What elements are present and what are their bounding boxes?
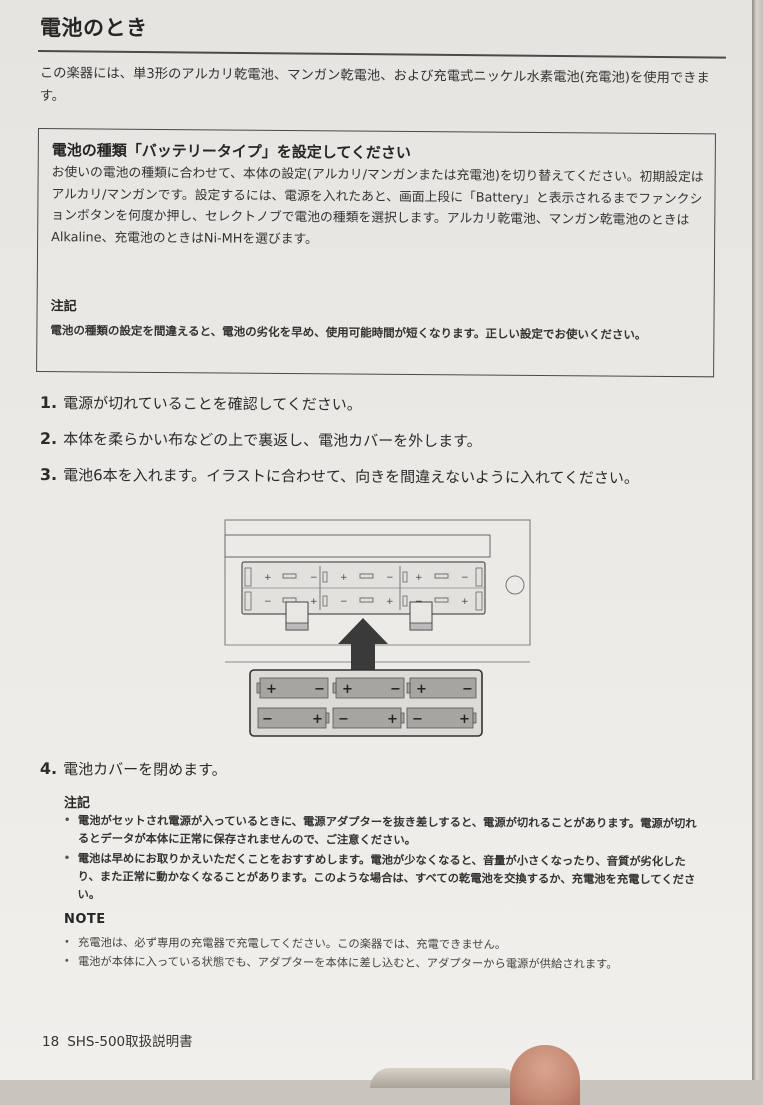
page-edge: [752, 0, 763, 1080]
svg-text:−: −: [310, 573, 318, 583]
svg-text:+: +: [342, 682, 353, 697]
step-text: 電源が切れていることを確認してください。: [63, 394, 362, 414]
title-divider: [37, 50, 726, 59]
finger-shadow: [370, 1068, 520, 1088]
section-title: 電池のとき: [40, 16, 148, 40]
box-caution-label: 注記: [50, 299, 77, 315]
step-text: 電池カバーを閉めます。: [63, 760, 227, 779]
battery-compartment-illustration: + − + − + − − + − + − +: [220, 510, 540, 750]
svg-text:+: +: [266, 682, 277, 697]
svg-text:−: −: [340, 597, 348, 607]
note-label: NOTE: [64, 912, 106, 927]
step-text: 本体を柔らかい布などの上で裏返し、電池カバーを外します。: [63, 430, 482, 451]
box-caution-text: 電池の種類の設定を間違えると、電池の劣化を早め、使用可能時間が短くなります。正し…: [50, 323, 647, 342]
svg-text:−: −: [412, 712, 423, 727]
step-3: 3.電池6本を入れます。イラストに合わせて、向きを間違えないように入れてください…: [40, 464, 720, 489]
svg-text:+: +: [310, 597, 318, 607]
battery-type-body: お使いの電池の種類に合わせて、本体の設定(アルカリ/マンガンまたは充電池)を切り…: [51, 165, 704, 247]
step4-caution-label: 注記: [64, 796, 91, 811]
svg-text:+: +: [340, 573, 348, 583]
step-text: 電池6本を入れます。イラストに合わせて、向きを間違えないように入れてください。: [63, 466, 640, 488]
svg-text:+: +: [415, 573, 423, 583]
svg-text:+: +: [461, 597, 469, 607]
note-item: 充電池は、必ず専用の充電器で充電してください。この楽器では、充電できません。: [64, 934, 704, 955]
svg-text:+: +: [386, 597, 394, 607]
battery-type-box: 電池の種類「バッテリータイプ」を設定してください お使いの電池の種類に合わせて、…: [36, 128, 716, 378]
step-4: 4. 電池カバーを閉めます。: [40, 758, 720, 783]
step-number: 3.: [39, 465, 58, 485]
page-number: 18: [42, 1034, 60, 1050]
note-item: 電池が本体に入っている状態でも、アダプターを本体に差し込むと、アダプターから電源…: [64, 953, 704, 974]
svg-text:−: −: [314, 682, 325, 697]
svg-text:−: −: [386, 573, 394, 583]
svg-text:+: +: [264, 573, 272, 583]
caution-item: 電池は早めにお取りかえいただくことをおすすめします。電池が少なくなると、音量が小…: [64, 850, 704, 907]
step-number: 1.: [39, 393, 58, 413]
step4-caution-list: 電池がセットされ電源が入っているときに、電源アダプターを抜き差しすると、電源が切…: [64, 812, 704, 909]
svg-text:−: −: [262, 712, 273, 727]
svg-text:+: +: [459, 712, 470, 727]
svg-text:−: −: [264, 597, 272, 607]
svg-text:+: +: [387, 712, 398, 727]
step-number: 2.: [39, 429, 58, 449]
note-list: 充電池は、必ず専用の充電器で充電してください。この楽器では、充電できません。 電…: [64, 934, 704, 975]
step-number: 4.: [39, 759, 58, 779]
intro-paragraph: この楽器には、単3形のアルカリ乾電池、マンガン乾電池、および充電式ニッケル水素電…: [39, 65, 710, 105]
caution-item: 電池がセットされ電源が入っているときに、電源アダプターを抜き差しすると、電源が切…: [64, 812, 704, 851]
svg-text:+: +: [416, 682, 427, 697]
svg-text:−: −: [461, 573, 469, 583]
battery-type-title: 電池の種類「バッテリータイプ」を設定してください: [51, 141, 411, 162]
step-2: 2.本体を柔らかい布などの上で裏返し、電池カバーを外します。: [40, 428, 720, 453]
step-1: 1.電源が切れていることを確認してください。: [40, 392, 720, 417]
svg-text:−: −: [462, 682, 473, 697]
svg-text:−: −: [390, 682, 401, 697]
manual-page: 電池のとき この楽器には、単3形のアルカリ乾電池、マンガン乾電池、および充電式ニ…: [0, 0, 752, 1080]
svg-text:+: +: [312, 712, 323, 727]
manual-title: SHS-500取扱説明書: [67, 1034, 193, 1050]
svg-text:−: −: [338, 712, 349, 727]
page-footer: 18 SHS-500取扱説明書: [42, 1030, 193, 1050]
